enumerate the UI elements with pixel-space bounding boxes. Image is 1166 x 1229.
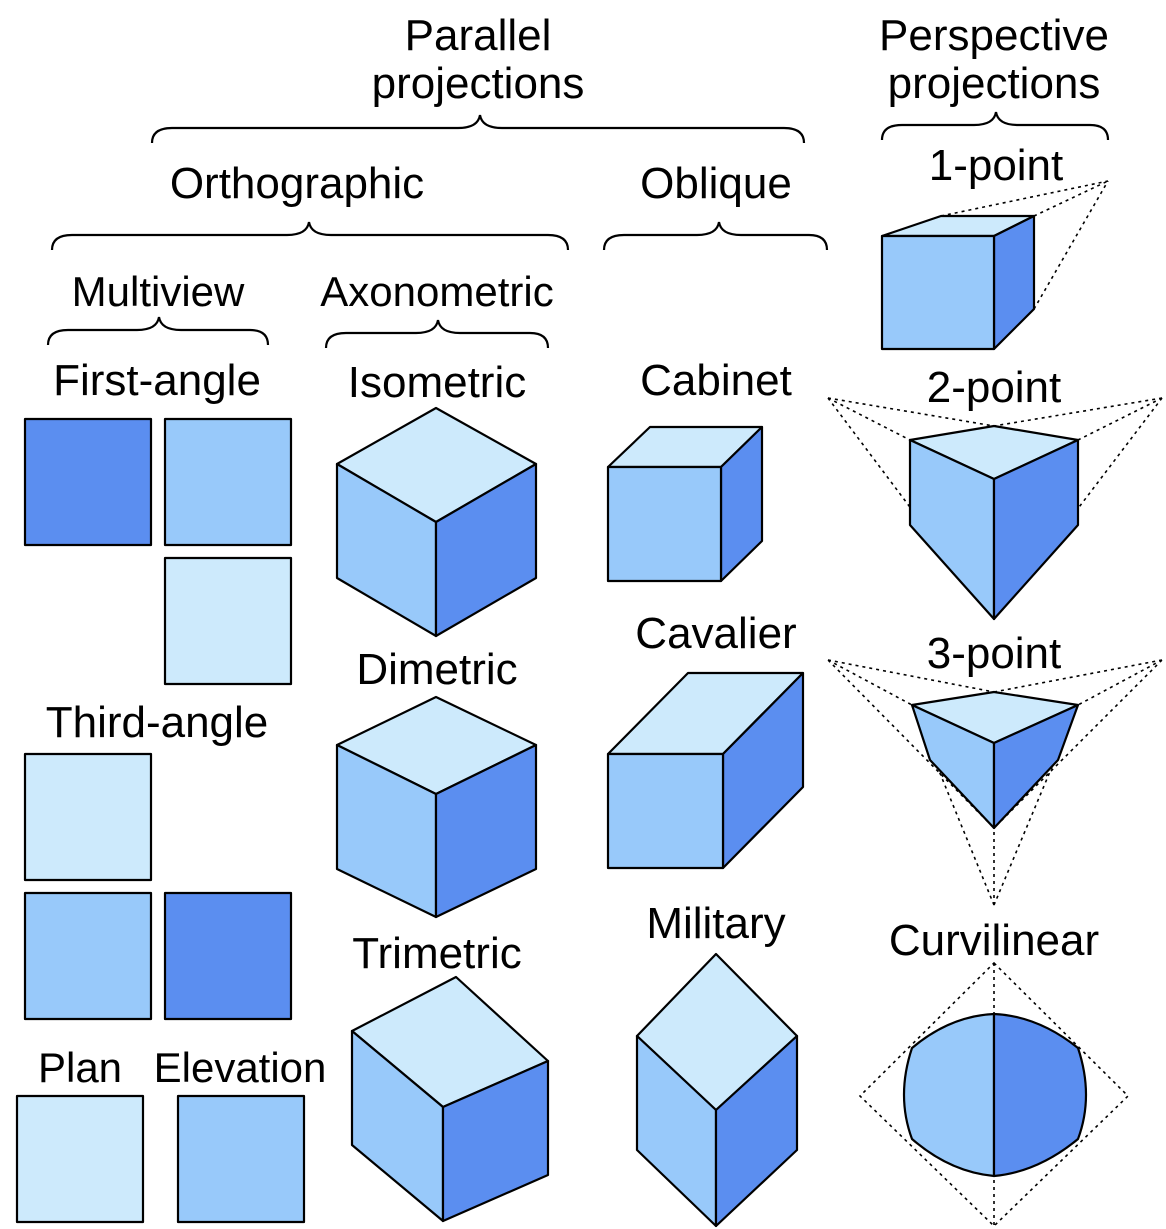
cabinet-cube (606, 425, 764, 583)
one-point-label: 1-point (929, 141, 1064, 190)
isometric-cube (335, 406, 538, 638)
parallel-brace (150, 114, 806, 144)
third-angle-side-view (163, 891, 293, 1021)
oblique-label: Oblique (640, 159, 792, 208)
dimetric-label: Dimetric (356, 645, 517, 694)
two-point-label: 2-point (927, 363, 1062, 412)
first-angle-top-view (163, 556, 293, 686)
two-point-cube (827, 397, 1163, 621)
curvilinear-cube (858, 961, 1130, 1228)
third-angle-front-view (23, 891, 153, 1021)
elevation-view (176, 1094, 306, 1224)
isometric-label: Isometric (348, 358, 526, 407)
curvilinear-guide-diamond (858, 961, 1130, 1228)
plan-view (15, 1094, 145, 1224)
orthographic-brace (50, 221, 570, 251)
orthographic-label: Orthographic (170, 159, 424, 208)
three-point-label: 3-point (927, 629, 1062, 678)
cavalier-cube (606, 671, 805, 870)
axonometric-brace (324, 319, 550, 349)
military-cube (635, 952, 799, 1228)
plan-label: Plan (38, 1044, 122, 1091)
cabinet-label: Cabinet (640, 356, 792, 405)
axonometric-label: Axonometric (320, 268, 553, 315)
trimetric-label: Trimetric (352, 929, 521, 978)
curvilinear-label: Curvilinear (889, 916, 1099, 965)
perspective-title-line2: projections (888, 59, 1101, 108)
three-point-vanishing-lines (827, 659, 1163, 906)
third-angle-top-view (23, 752, 153, 882)
parallel-title-line2: projections (372, 59, 585, 108)
parallel-title-line1: Parallel (405, 11, 552, 60)
dimetric-cube (335, 695, 538, 919)
multiview-brace (46, 316, 270, 346)
one-point-vanishing-lines (940, 180, 1109, 310)
military-label: Military (646, 899, 785, 948)
curvilinear-left-face (902, 1012, 996, 1178)
perspective-title-line1: Perspective (879, 11, 1109, 60)
elevation-label: Elevation (154, 1044, 327, 1091)
three-point-cube (827, 659, 1163, 906)
one-point-cube (880, 180, 1109, 351)
trimetric-cube (350, 975, 550, 1223)
two-point-vanishing-lines (827, 397, 1163, 620)
oblique-brace (602, 221, 829, 251)
first-angle-front-view (23, 417, 153, 547)
first-angle-label: First-angle (53, 356, 261, 405)
cavalier-label: Cavalier (635, 609, 796, 658)
first-angle-side-view (163, 417, 293, 547)
curvilinear-right-face (992, 1012, 1088, 1178)
third-angle-label: Third-angle (46, 698, 269, 747)
perspective-brace (880, 111, 1110, 141)
multiview-label: Multiview (72, 268, 245, 315)
